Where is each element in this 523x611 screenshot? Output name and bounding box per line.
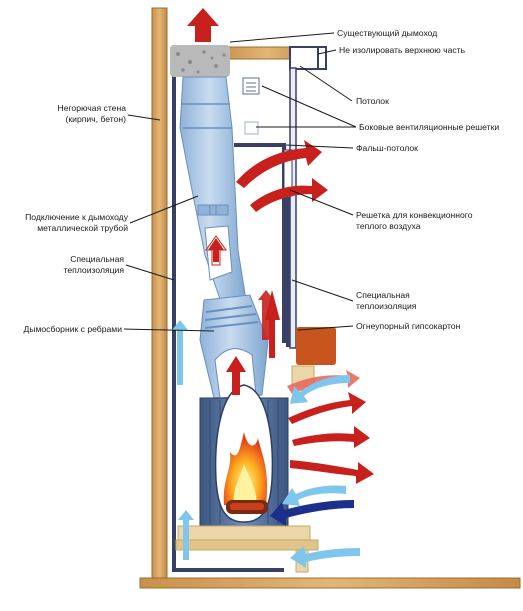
left-labels: Негорючая стена (кирпич, бетон) Подключе… [24, 103, 129, 334]
right-labels: Существующий дымоход Не изолировать верх… [337, 28, 499, 331]
noncombustible-wall [151, 7, 168, 587]
collector-up-arrow [226, 356, 246, 395]
label-special-insulation-right-1: Специальная [356, 290, 410, 300]
floor [139, 577, 521, 589]
cold-in-arrow-1 [290, 375, 350, 404]
leader-lines [123, 32, 357, 332]
label-noncombustible-wall-2: (кирпич, бетон) [66, 114, 127, 124]
label-special-insulation-right-2: теплоизоляция [356, 301, 417, 311]
cold-in-arrow-3 [290, 546, 360, 568]
existing-flue [170, 45, 230, 77]
left-up-arrow-lower [178, 510, 194, 560]
label-convection-grille-1: Решетка для конвекционного [356, 210, 473, 220]
flue-connection-pipe [179, 76, 247, 306]
side-vent-grille-top [242, 77, 260, 95]
exhaust-up-arrow [187, 8, 219, 42]
label-fireproof-drywall: Огнеупорный гипсокартон [356, 321, 461, 331]
side-vent-grille-bottom [244, 121, 259, 135]
label-side-vent-grilles: Боковые вентиляционные решетки [359, 122, 499, 132]
label-special-insulation-left-2: теплоизоляция [64, 265, 125, 275]
cold-air-arrows [172, 320, 360, 568]
label-special-insulation-left-1: Специальная [70, 254, 124, 264]
label-no-insulate-top: Не изолировать верхнюю часть [339, 45, 466, 55]
heat-arrow-2 [292, 426, 370, 448]
heat-arrow-1 [288, 392, 366, 424]
label-ceiling: Потолок [356, 96, 389, 106]
label-noncombustible-wall-1: Негорючая стена [58, 103, 127, 113]
fireproof-drywall [289, 67, 297, 349]
side-up-arrow-right [265, 290, 280, 320]
label-existing-flue: Существующий дымоход [337, 28, 437, 38]
pipe-up-arrow [208, 238, 224, 262]
hot-air-arrows [187, 8, 374, 484]
cold-in-arrow-2 [282, 485, 346, 506]
label-false-ceiling: Фальш-потолок [356, 143, 418, 153]
label-flue-connection-2: металлической трубой [37, 223, 128, 233]
convection-arrow-2 [250, 178, 328, 212]
left-up-arrow-upper [172, 320, 188, 385]
side-up-arrow-right-shaft [269, 318, 275, 358]
fire [223, 432, 268, 514]
convection-arrow-1 [236, 140, 322, 188]
special-insulation-left [172, 75, 284, 572]
hearth [175, 525, 319, 573]
heat-arrow-3 [290, 460, 374, 484]
ceiling-beam [221, 46, 327, 70]
label-flue-connection-1: Подключение к дымоходу [25, 212, 129, 222]
label-convection-grille-2: теплого воздуха [356, 221, 421, 231]
fresh-air-arrow [270, 500, 354, 526]
label-ribbed-smoke-collector: Дымосборник с ребрами [24, 324, 123, 334]
false-ceiling [234, 143, 290, 347]
